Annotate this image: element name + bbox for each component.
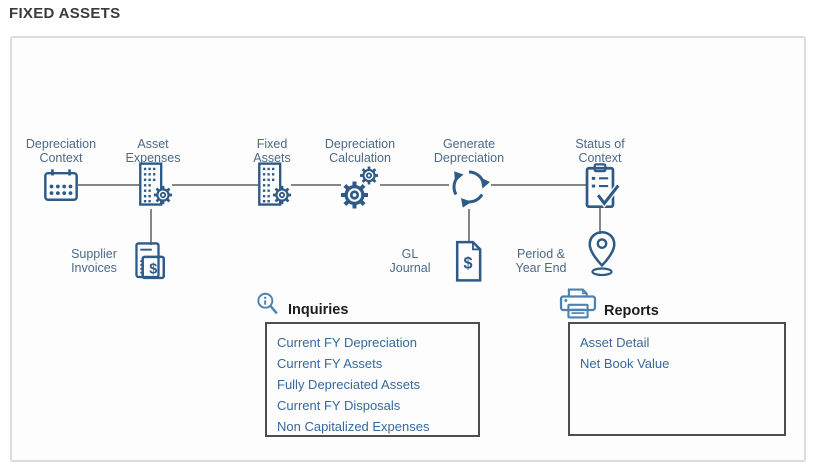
printer-icon [559,288,597,319]
recycle-icon[interactable] [446,163,492,209]
connector-line [150,209,152,245]
inquiry-item[interactable]: Fully Depreciated Assets [277,377,421,392]
connector-line [468,209,470,242]
flow-node-period-year-end[interactable]: Period &Year End [508,229,622,280]
inquiries-header: Inquiries [255,291,348,320]
inquiry-item[interactable]: Non Capitalized Expenses [277,419,430,434]
journal-dollar-icon[interactable]: $ [450,238,486,285]
inquiries-heading: Inquiries [288,302,349,318]
inquiry-item[interactable]: Current FY Disposals [277,398,401,413]
svg-text:$: $ [149,262,157,278]
connector-line [78,184,140,186]
reports-list: Asset Detail Net Book Value [568,322,786,436]
connector-line [491,184,586,186]
report-item[interactable]: Asset Detail [580,335,650,350]
supplier-invoices-icon[interactable]: $ [124,240,170,290]
reports-header: Reports [558,286,659,321]
calendar-icon[interactable] [42,167,80,205]
inquiry-item[interactable]: Current FY Assets [277,356,383,371]
info-magnifier-icon [257,292,278,315]
map-pin-icon[interactable] [582,229,622,280]
page-title: FIXED ASSETS [9,5,121,22]
svg-text:$: $ [463,255,472,273]
inquiries-list: Current FY Depreciation Current FY Asset… [265,322,480,437]
gears-icon[interactable] [336,162,384,214]
connector-line [380,184,449,186]
clipboard-check-icon[interactable] [578,162,622,212]
inquiry-item[interactable]: Current FY Depreciation [277,335,417,350]
flow-node-label: Period &Year End [515,247,567,275]
building-gear-icon[interactable] [252,161,292,209]
connector-line [172,184,258,186]
building-gear-icon[interactable] [133,161,173,209]
connector-line [291,184,341,186]
reports-heading: Reports [604,303,659,319]
report-item[interactable]: Net Book Value [580,356,670,371]
connector-line [599,207,601,234]
